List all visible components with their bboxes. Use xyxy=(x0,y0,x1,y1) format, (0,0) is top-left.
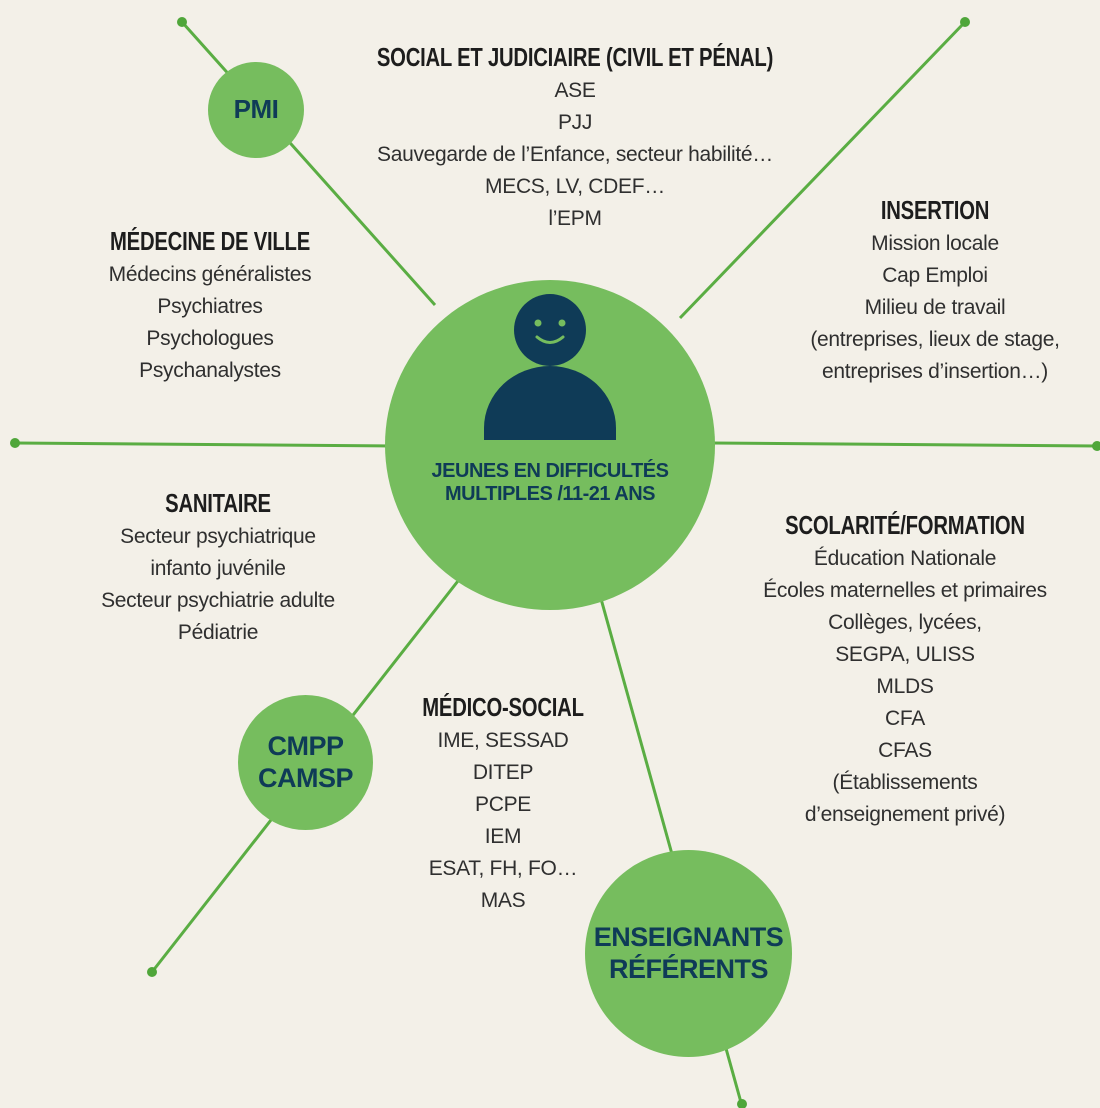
list-item: ESAT, FH, FO… xyxy=(428,857,578,880)
insertion-list: Mission locale Cap Emploi Milieu de trav… xyxy=(810,228,1060,388)
list-item: (Établissements xyxy=(832,771,978,794)
list-item: Psychiatres xyxy=(157,295,263,318)
medecine-de-ville-list: Médecins généralistes Psychiatres Psycho… xyxy=(82,259,338,387)
list-item: PCPE xyxy=(474,793,531,816)
endpoint-dot xyxy=(960,17,970,27)
list-item: Médecins généralistes xyxy=(108,263,312,286)
list-item: Milieu de travail xyxy=(864,296,1006,319)
endpoint-dot xyxy=(147,967,157,977)
list-item: IEM xyxy=(484,825,522,848)
insertion-block: INSERTION Mission locale Cap Emploi Mili… xyxy=(810,195,1060,388)
endpoint-dot xyxy=(10,438,20,448)
list-item: Éducation Nationale xyxy=(813,547,997,570)
scolarite-formation-block: SCOLARITÉ/FORMATION Éducation Nationale … xyxy=(751,510,1058,831)
list-item: SEGPA, ULISS xyxy=(835,643,975,666)
cmpp-camsp-label: CMPP CAMSP xyxy=(257,731,354,793)
list-item: l’EPM xyxy=(548,207,602,230)
endpoint-dot xyxy=(1092,441,1100,451)
list-item: entreprises d’insertion…) xyxy=(822,360,1048,383)
list-item: Sauvegarde de l’Enfance, secteur habilit… xyxy=(377,143,773,166)
list-item: MLDS xyxy=(876,675,934,698)
endpoint-dot xyxy=(177,17,187,27)
list-item: MECS, LV, CDEF… xyxy=(485,175,665,198)
person-icon xyxy=(484,294,616,440)
list-item: DITEP xyxy=(472,761,534,784)
scolarite-formation-title: SCOLARITÉ/FORMATION xyxy=(785,510,1025,540)
insertion-title: INSERTION xyxy=(880,195,990,225)
list-item: PJJ xyxy=(557,111,593,134)
pmi-node: PMI xyxy=(208,62,304,158)
social-judiciaire-title: SOCIAL ET JUDICIAIRE (CIVIL ET PÉNAL) xyxy=(376,42,774,72)
medecine-de-ville-block: MÉDECINE DE VILLE Médecins généralistes … xyxy=(82,226,338,387)
list-item: ASE xyxy=(554,79,596,102)
medico-social-block: MÉDICO-SOCIAL IME, SESSAD DITEP PCPE IEM… xyxy=(400,692,607,917)
list-item: Mission locale xyxy=(871,232,999,255)
list-item: IME, SESSAD xyxy=(437,729,569,752)
list-item: Collèges, lycées, xyxy=(828,611,982,634)
list-item: CFA xyxy=(885,707,925,730)
sanitaire-title: SANITAIRE xyxy=(165,488,271,518)
enseignants-referents-label: ENSEIGNANTS RÉFÉRENTS xyxy=(593,922,784,984)
list-item: MAS xyxy=(480,889,526,912)
list-item: Secteur psychiatrie adulte xyxy=(101,589,335,612)
social-judiciaire-block: SOCIAL ET JUDICIAIRE (CIVIL ET PÉNAL) AS… xyxy=(321,42,829,235)
line-left xyxy=(14,441,391,448)
scolarite-formation-list: Éducation Nationale Écoles maternelles e… xyxy=(751,543,1058,831)
list-item: Secteur psychiatrique xyxy=(120,525,316,548)
list-item: d’enseignement privé) xyxy=(804,803,1006,826)
sanitaire-block: SANITAIRE Secteur psychiatrique infanto … xyxy=(101,488,335,649)
list-item: Écoles maternelles et primaires xyxy=(763,579,1047,602)
list-item: infanto juvénile xyxy=(150,557,286,580)
enseignants-referents-node: ENSEIGNANTS RÉFÉRENTS xyxy=(585,850,792,1057)
social-judiciaire-list: ASE PJJ Sauvegarde de l’Enfance, secteur… xyxy=(321,75,829,235)
sanitaire-list: Secteur psychiatrique infanto juvénile S… xyxy=(101,521,335,649)
endpoint-dot xyxy=(737,1099,747,1108)
list-item: Psychologues xyxy=(146,327,274,350)
line-top-left xyxy=(180,21,437,306)
list-item: CFAS xyxy=(878,739,932,762)
line-right xyxy=(711,441,1099,448)
pmi-label: PMI xyxy=(233,94,279,125)
list-item: Cap Emploi xyxy=(882,264,988,287)
line-top-right xyxy=(678,20,967,320)
list-item: Psychanalystes xyxy=(139,359,281,382)
medecine-de-ville-title: MÉDECINE DE VILLE xyxy=(110,226,310,256)
medico-social-list: IME, SESSAD DITEP PCPE IEM ESAT, FH, FO…… xyxy=(400,725,607,917)
cmpp-camsp-node: CMPP CAMSP xyxy=(238,695,373,830)
list-item: Pédiatrie xyxy=(177,621,259,644)
medico-social-title: MÉDICO-SOCIAL xyxy=(422,692,584,722)
list-item: (entreprises, lieux de stage, xyxy=(810,328,1060,351)
center-label: JEUNES EN DIFFICULTÉS MULTIPLES /11-21 A… xyxy=(431,460,669,505)
